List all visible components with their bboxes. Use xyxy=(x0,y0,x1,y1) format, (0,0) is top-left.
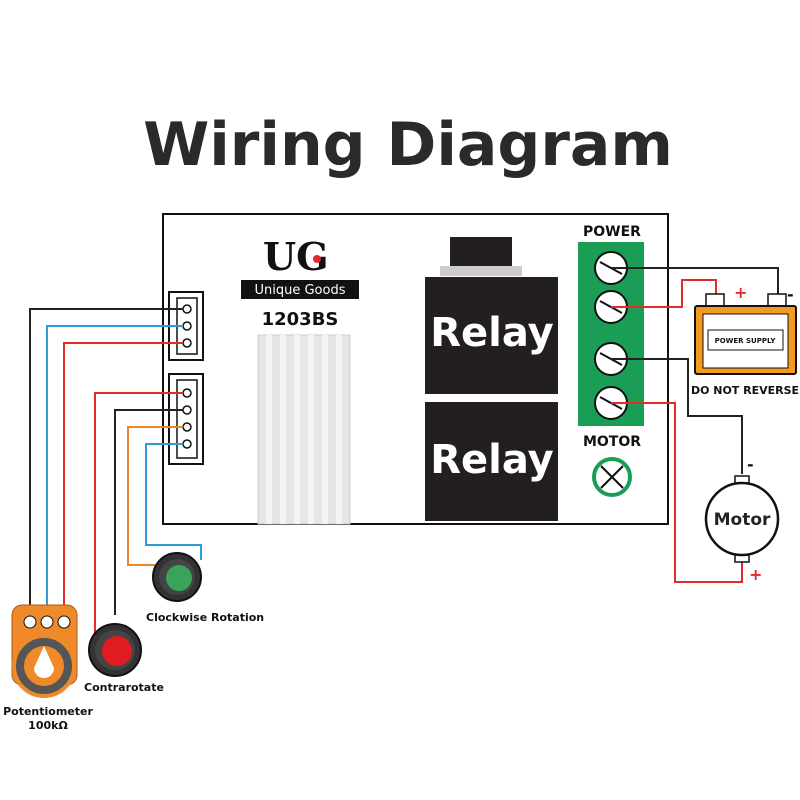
power-supply-label: POWER SUPPLY xyxy=(715,337,777,345)
power-supply: POWER SUPPLY xyxy=(694,293,797,375)
power-wire-positive xyxy=(611,279,717,308)
brand-logo: UG Unique Goods xyxy=(241,234,359,299)
power-label: POWER xyxy=(583,224,641,240)
brand-banner xyxy=(241,280,359,299)
do-not-reverse-label: DO NOT REVERSE xyxy=(691,384,799,397)
heatsink xyxy=(257,334,351,525)
model-number: 1203BS xyxy=(262,309,339,330)
relay-2: Relay xyxy=(425,402,558,521)
diagram-title: Wiring Diagram xyxy=(143,110,673,180)
motor-indicator-icon xyxy=(592,457,632,497)
clockwise-wire-blue xyxy=(145,443,202,560)
motor-minus-sign: - xyxy=(747,455,754,474)
power-plus-sign: + xyxy=(734,283,747,302)
logo-dot xyxy=(313,255,321,263)
knob-pointer-icon xyxy=(34,646,54,678)
motor-wire-positive xyxy=(611,402,743,583)
motor-label: MOTOR xyxy=(583,434,641,450)
motor-wire-negative xyxy=(611,358,743,474)
contrarotate-wire-red xyxy=(94,392,183,635)
connector-4pin xyxy=(168,373,204,465)
pot-wire-black xyxy=(29,308,183,612)
potentiometer-value: 100kΩ xyxy=(28,719,68,732)
potentiometer[interactable] xyxy=(11,604,78,698)
terminal-block xyxy=(578,242,644,426)
clockwise-label: Clockwise Rotation xyxy=(146,611,264,624)
relay-1-label: Relay xyxy=(430,310,553,356)
power-wire-negative xyxy=(611,267,779,305)
brand-name: Unique Goods xyxy=(255,283,346,298)
motor-plus-sign: + xyxy=(749,565,762,584)
motor-icon: Motor xyxy=(704,475,780,563)
relay-1: Relay xyxy=(425,237,558,394)
motor-label-text: Motor xyxy=(714,510,771,530)
potentiometer-label: Potentiometer xyxy=(3,705,93,718)
relay-2-label: Relay xyxy=(430,437,553,483)
pot-wire-red xyxy=(63,342,183,612)
clockwise-wire-orange xyxy=(127,426,183,566)
common-wire-black xyxy=(114,409,183,615)
pot-wire-blue xyxy=(46,325,183,612)
contrarotate-label: Contrarotate xyxy=(84,681,164,694)
contrarotate-button[interactable] xyxy=(88,623,142,677)
clockwise-button[interactable] xyxy=(152,552,202,602)
power-minus-sign: - xyxy=(787,285,794,304)
